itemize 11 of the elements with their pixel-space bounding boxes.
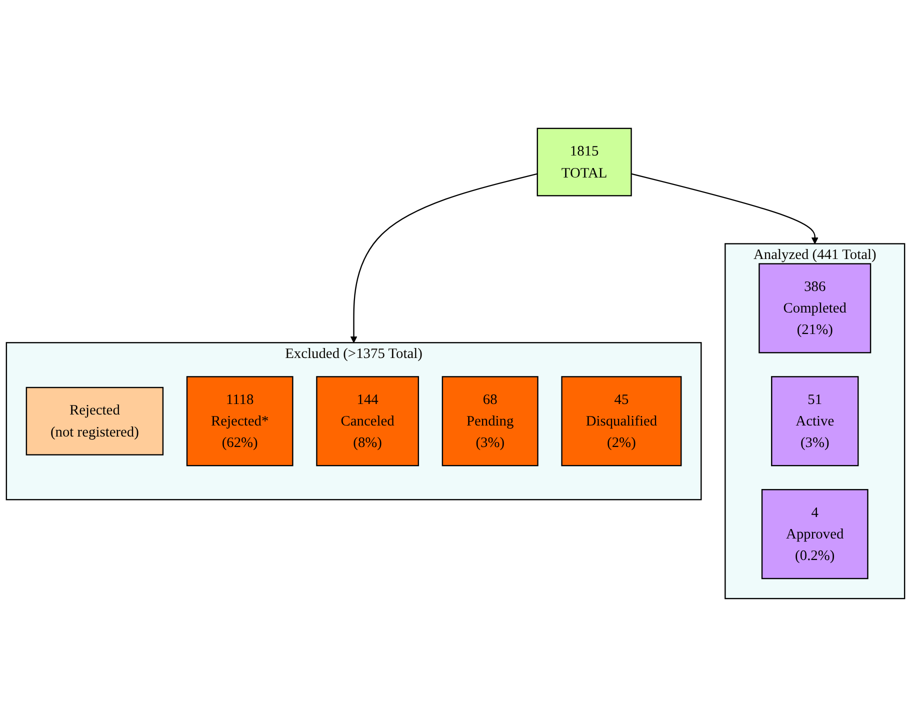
node-box: 1815 TOTAL — [536, 127, 632, 196]
node-box: 45 Disqualified (2%) — [561, 376, 682, 466]
arrow — [350, 172, 538, 342]
arrow — [631, 172, 818, 244]
node-box: 51 Active (3%) — [771, 376, 859, 466]
node-box: 68 Pending (3%) — [442, 376, 538, 466]
node-box: Rejected (not registered) — [26, 386, 164, 455]
node-box: 1118 Rejected* (62%) — [186, 376, 294, 466]
node-box: 144 Canceled (8%) — [316, 376, 420, 466]
node-box: 4 Approved (0.2%) — [761, 488, 868, 579]
node-box: 386 Completed (21%) — [758, 262, 872, 353]
